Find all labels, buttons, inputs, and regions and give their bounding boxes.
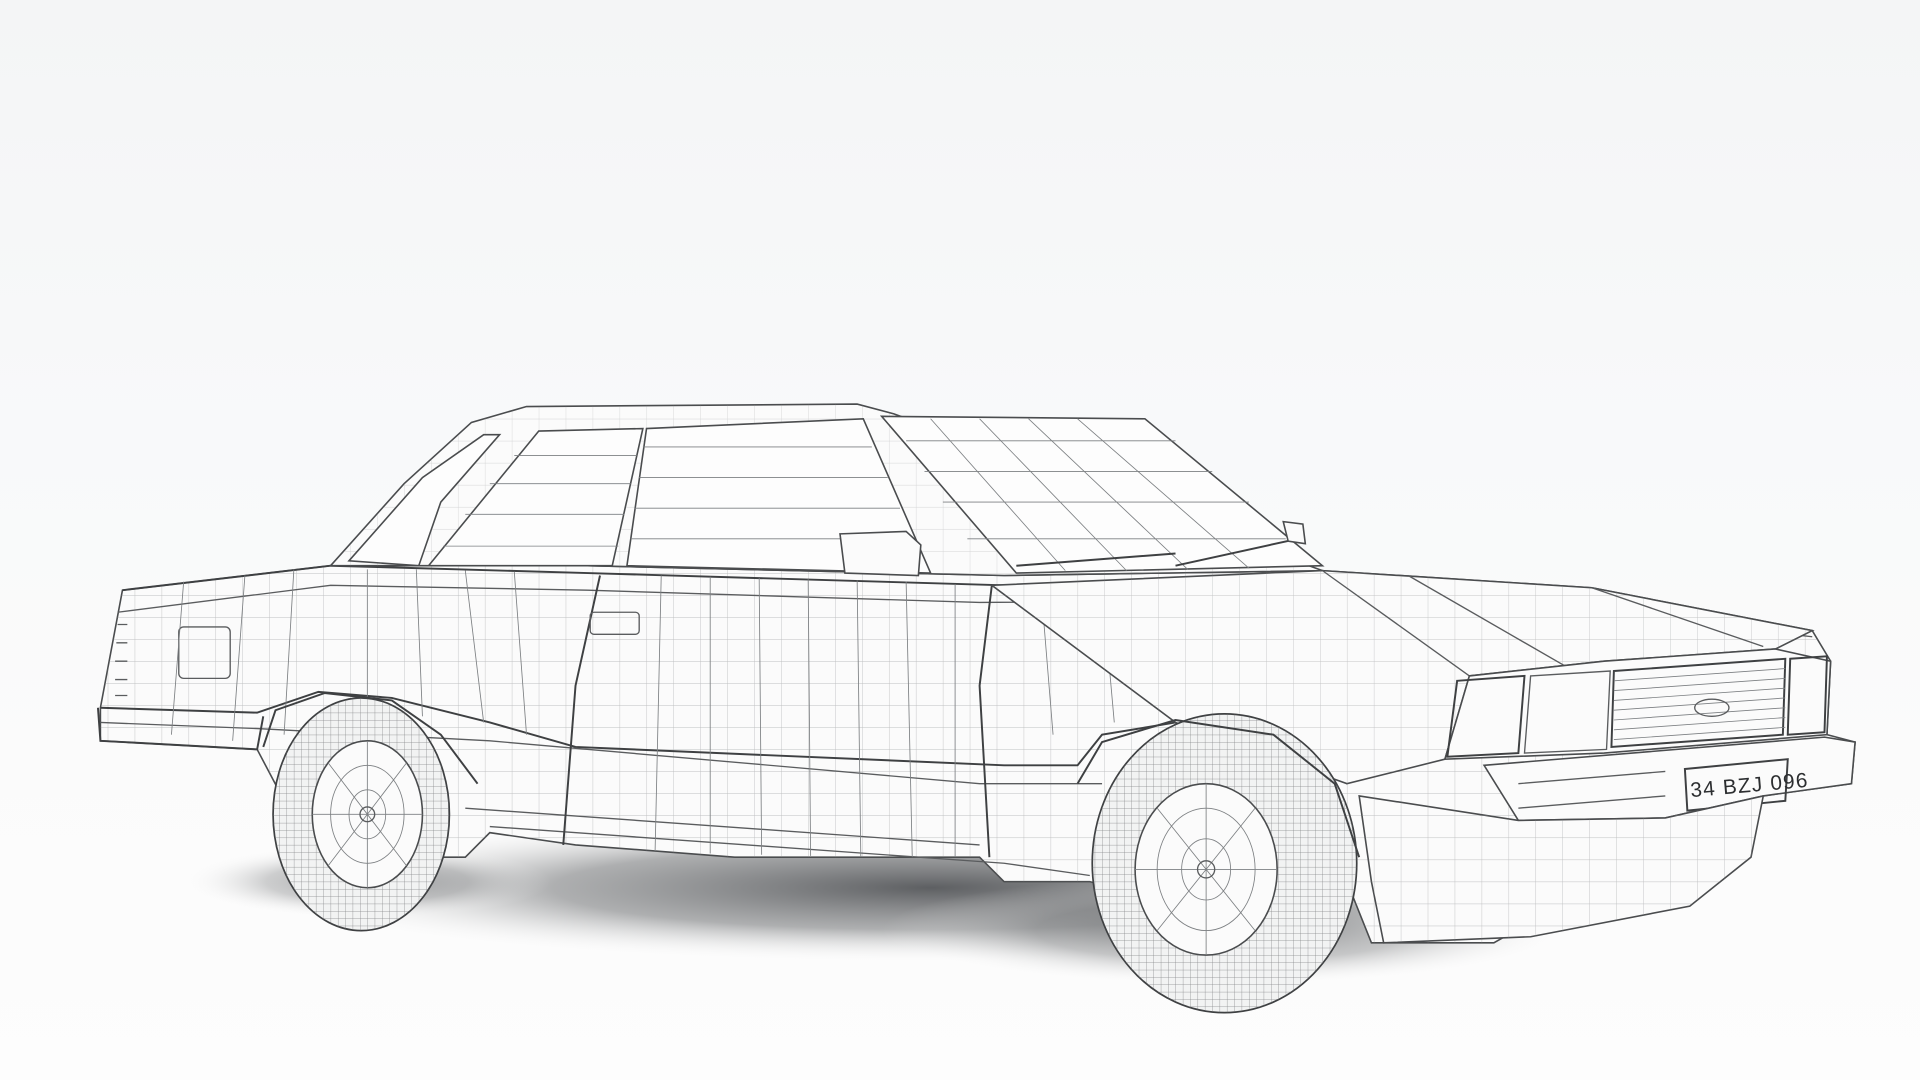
- side-mirror: [839, 530, 922, 577]
- headlight-left: [1446, 674, 1526, 758]
- front-wheel-arch: [1076, 718, 1361, 858]
- headlight-right: [1786, 655, 1828, 736]
- rear-quarter-window: [347, 433, 502, 567]
- rear-wheel-arch: [262, 692, 479, 785]
- grille: [1610, 657, 1787, 748]
- windshield: [879, 415, 1325, 574]
- car-front: 34 BZJ 096: [1358, 648, 1856, 944]
- front-wheel: [1091, 713, 1358, 1014]
- rear-side-window: [426, 427, 644, 567]
- headlight-inner: [1523, 670, 1611, 754]
- car-cabin: [328, 403, 1325, 577]
- rear-wheel: [272, 697, 451, 932]
- side-mirror-right: [1282, 520, 1307, 545]
- wipers: [1016, 537, 1299, 567]
